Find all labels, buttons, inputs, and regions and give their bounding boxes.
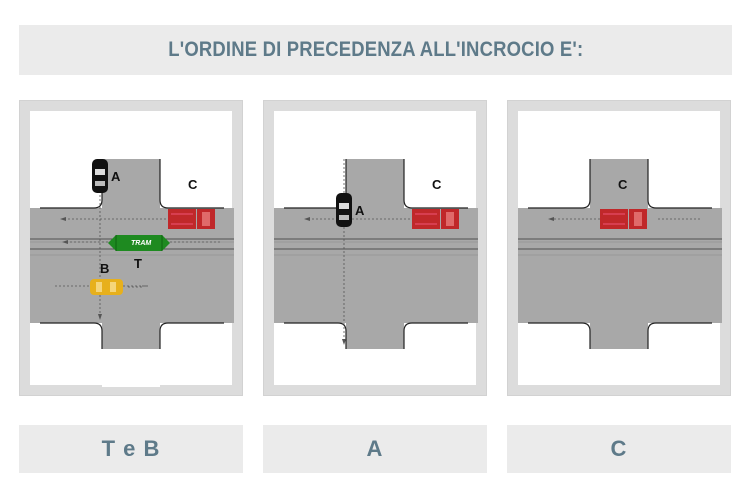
intersection-panel-2: A C	[263, 100, 487, 396]
answer-button-1[interactable]: T e B	[19, 425, 243, 473]
tram-label: TRAM	[131, 240, 151, 247]
intersection-frame: A C	[274, 111, 478, 385]
question-title: L'ORDINE DI PRECEDENZA ALL'INCROCIO E':	[167, 38, 583, 61]
question-header: L'ORDINE DI PRECEDENZA ALL'INCROCIO E':	[19, 25, 732, 75]
car-c	[168, 209, 215, 229]
answer-button-2[interactable]: A	[263, 425, 487, 473]
car-b	[90, 279, 123, 295]
tram-vehicle	[108, 235, 170, 251]
answer-label: A	[366, 436, 384, 461]
car-c-label: C	[432, 177, 442, 192]
intersection-panel-3: C	[507, 100, 731, 396]
car-a-label: A	[111, 169, 121, 184]
tram-t-label: T	[134, 256, 142, 271]
car-c	[600, 209, 647, 229]
car-c-label: C	[618, 177, 628, 192]
car-c	[412, 209, 459, 229]
intersection-frame: A C TRAM T B	[30, 111, 234, 387]
car-a-label: A	[355, 203, 365, 218]
car-c-label: C	[188, 177, 198, 192]
intersection-panel-1: A C TRAM T B	[19, 100, 243, 396]
car-b-label: B	[100, 261, 109, 276]
answer-label: T e B	[101, 436, 161, 461]
intersection-frame: C	[518, 111, 722, 385]
answer-button-3[interactable]: C	[507, 425, 731, 473]
car-a	[336, 193, 352, 227]
answer-label: C	[610, 436, 628, 461]
intersection-diagram-2: A C	[274, 159, 478, 349]
intersection-diagram-1: A C TRAM T B	[30, 159, 234, 387]
intersection-diagram-3: C	[518, 159, 722, 349]
car-a	[92, 159, 108, 193]
